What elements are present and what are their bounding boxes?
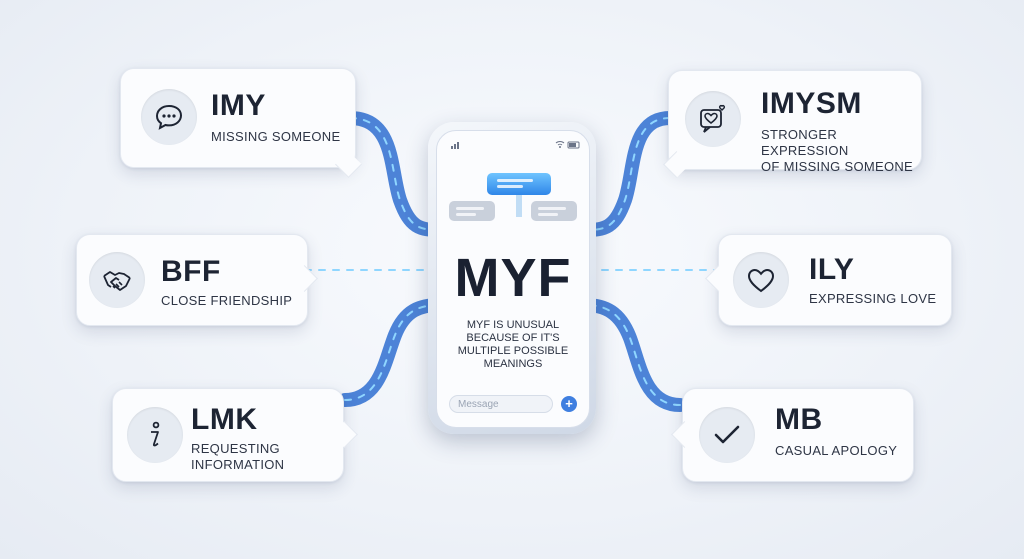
message-input[interactable]: Message [449, 395, 553, 413]
phone-description: MYF IS UNUSUAL BECAUSE OF IT'S MULTIPLE … [457, 319, 569, 370]
card-description: CASUAL APOLOGY [775, 443, 898, 458]
card-bff: BFF CLOSE FRIENDSHIP [76, 234, 318, 326]
card-imy: IMY MISSING SOMEONE [120, 68, 362, 178]
heart-message-icon [685, 91, 741, 147]
info-icon [127, 407, 183, 463]
phone-screen: MYF MYF IS UNUSUAL BECAUSE OF IT'S MULTI… [436, 130, 590, 428]
card-title: IMY [211, 89, 266, 122]
card-description: STRONGER EXPRESSION OF MISSING SOMEONE [761, 127, 914, 174]
phone-mockup: MYF MYF IS UNUSUAL BECAUSE OF IT'S MULTI… [428, 122, 596, 434]
card-description: REQUESTING INFORMATION [191, 441, 285, 472]
card-title: BFF [161, 255, 221, 288]
connector-imysm [578, 111, 677, 237]
card-imysm: IMYSM STRONGER EXPRESSION OF MISSING SOM… [663, 70, 922, 178]
chat-bubble-icon [141, 89, 197, 145]
wifi-battery-icon [555, 141, 580, 149]
card-lmk: LMK REQUESTING INFORMATION [112, 388, 358, 482]
connector-imy [343, 111, 447, 237]
card-description: MISSING SOMEONE [211, 129, 341, 144]
card-mb: MB CASUAL APOLOGY [671, 388, 914, 482]
send-button[interactable]: + [561, 396, 577, 412]
card-title: IMYSM [761, 87, 862, 120]
heart-icon [733, 252, 789, 308]
signal-icon [451, 142, 459, 149]
connector-lmk [338, 298, 447, 407]
checkmark-icon [699, 407, 755, 463]
card-ily: ILY EXPRESSING LOVE [705, 234, 952, 326]
card-description: EXPRESSING LOVE [809, 291, 937, 306]
chat-bubbles-illustration [449, 173, 577, 221]
card-title: ILY [809, 253, 855, 286]
handshake-icon [89, 252, 145, 308]
card-title: LMK [191, 403, 258, 436]
phone-headline: MYF [454, 248, 572, 308]
card-title: MB [775, 403, 823, 436]
card-description: CLOSE FRIENDSHIP [161, 293, 293, 308]
connector-mb [578, 298, 687, 412]
